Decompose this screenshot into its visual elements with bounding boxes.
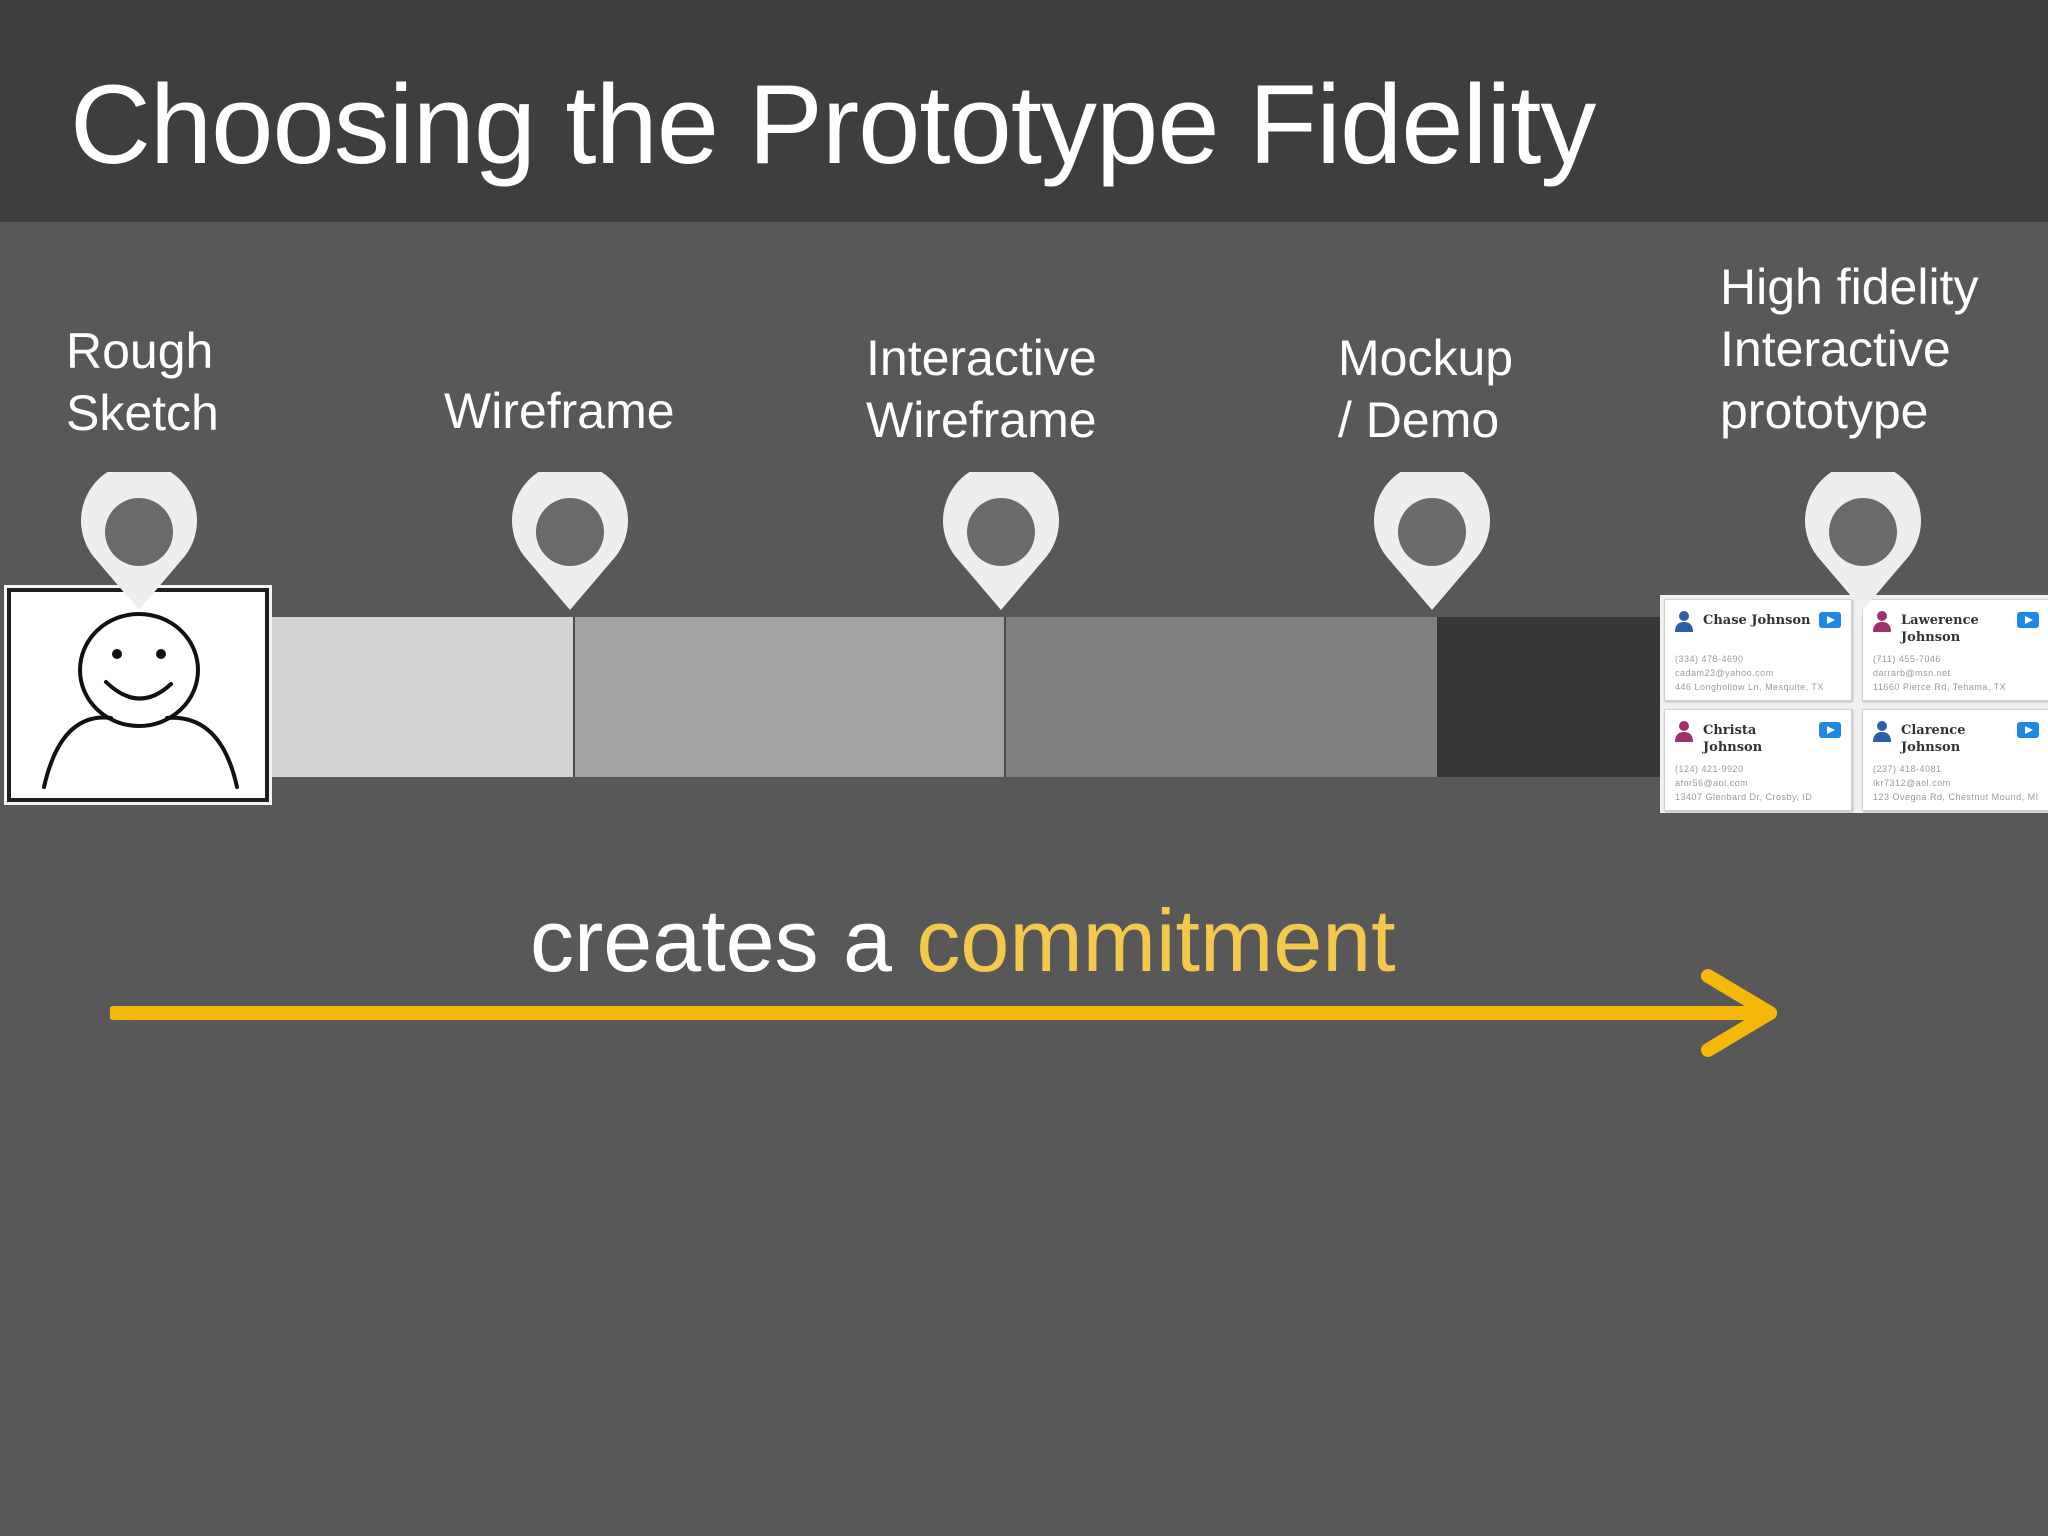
map-pin-icon [1805,472,1921,610]
contact-detail: afor56@aol.com [1675,778,1749,788]
contact-name: Clarence Johnson [1901,723,1966,755]
fidelity-segment-wireframe [262,617,574,777]
play-icon [2017,612,2039,628]
fidelity-segment-mockup [1005,617,1437,777]
contact-detail: 123 Ovegna Rd, Chestnut Mound, MI [1873,792,2039,802]
contact-detail: cadam23@yahoo.com [1675,668,1774,678]
fidelity-segment-high-fidelity [1437,617,1660,777]
contact-detail: 13407 Glenbard Dr, Crosby, ID [1675,792,1813,802]
contact-detail: (334) 478-4690 [1675,654,1744,664]
high-fidelity-prototype-image: Chase Johnson (334) 478-4690 cadam23@yah… [1660,595,2048,813]
play-icon [1819,722,1841,738]
contact-detail: (124) 421-9920 [1675,764,1744,774]
fidelity-segment-interactive-wireframe [574,617,1005,777]
play-icon [2017,722,2039,738]
contact-detail: 446 Longhollow Ln, Mesquite, TX [1675,682,1824,692]
user-icon [1675,611,1693,632]
stage-label-high-fidelity: High fidelity Interactive prototype [1720,259,1979,439]
map-pin-icon [512,472,628,610]
contact-card: Lawerence Johnson (711) 455-7046 darrarb… [1862,599,2048,701]
tagline: creates a commitment [530,890,1396,992]
contact-card: Christa Johnson (124) 421-9920 afor56@ao… [1664,709,1852,811]
user-icon [1873,611,1891,632]
stage-label-interactive-wireframe: Interactive Wireframe [866,330,1097,448]
contact-card: Clarence Johnson (237) 418-4081 lkr7312@… [1862,709,2048,811]
title-bar: Choosing the Prototype Fidelity [0,0,2048,222]
slide-title: Choosing the Prototype Fidelity [70,62,1596,187]
play-icon [1819,612,1841,628]
smiley-sketch-icon [42,612,239,789]
stage-label-wireframe: Wireframe [444,383,675,439]
contact-card: Chase Johnson (334) 478-4690 cadam23@yah… [1664,599,1852,701]
contact-detail: 11660 Pierce Rd, Tehama, TX [1873,682,2007,692]
contact-name: Christa Johnson [1703,723,1763,755]
contact-detail: darrarb@msn.net [1873,668,1951,678]
stage-label-mockup-demo: Mockup / Demo [1338,330,1514,448]
stage-label-rough-sketch: Rough Sketch [66,323,219,441]
contact-name: Lawerence Johnson [1901,613,1979,645]
map-pin-icon [1374,472,1490,610]
map-pin-icon [81,472,197,610]
contact-detail: (711) 455-7046 [1873,654,1941,664]
contact-detail: (237) 418-4081 [1873,764,1942,774]
contact-name: Chase Johnson [1703,613,1811,628]
tagline-prefix: creates a [530,891,917,990]
user-icon [1873,721,1891,742]
user-icon [1675,721,1693,742]
tagline-highlight: commitment [916,891,1396,990]
contact-detail: lkr7312@aol.com [1873,778,1951,788]
rough-sketch-image [7,588,269,802]
map-pin-icon [943,472,1059,610]
segment-divider [573,617,575,777]
segment-divider [1004,617,1006,777]
arrow-right-icon [110,969,1777,1057]
